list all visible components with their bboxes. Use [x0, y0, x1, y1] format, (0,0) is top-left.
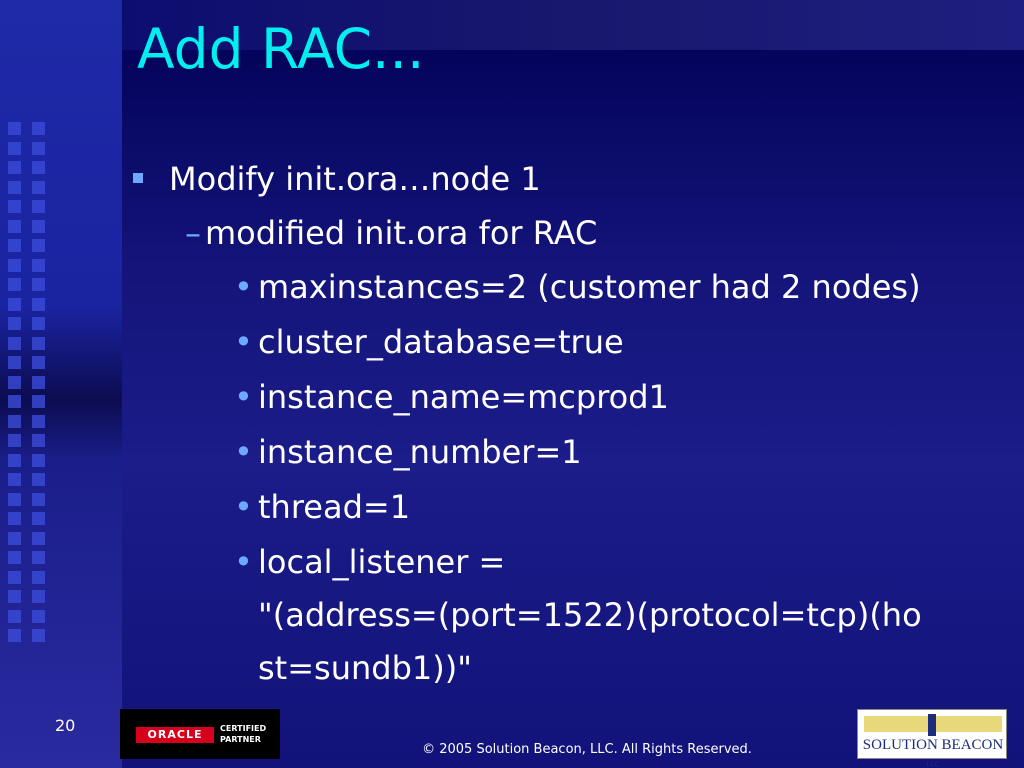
decorative-square [8, 375, 21, 389]
logo-name: SOLUTION BEACON [862, 737, 1004, 753]
bullet-level3-text: maxinstances=2 (customer had 2 nodes) [258, 268, 921, 306]
decorative-square [32, 512, 45, 525]
decorative-square [32, 492, 45, 506]
decorative-square [8, 512, 21, 525]
left-decorative-strip [0, 0, 122, 768]
oracle-badge-line1: CERTIFIED [220, 724, 267, 733]
decorative-square [32, 414, 45, 428]
bullet-level3-text: thread=1 [258, 488, 411, 526]
decorative-square [32, 551, 45, 564]
decorative-square [8, 629, 21, 642]
decorative-square [8, 317, 21, 330]
decorative-square [32, 434, 45, 447]
bullet-level3-text-continued: st=sundb1))" [258, 649, 472, 687]
decorative-square [32, 375, 45, 389]
decorative-square [32, 590, 45, 603]
decorative-square [8, 297, 21, 311]
decorative-square [32, 141, 45, 155]
decorative-square [32, 258, 45, 272]
decorative-square [32, 297, 45, 311]
decorative-square [32, 629, 45, 642]
decorative-square [8, 200, 21, 213]
decorative-square [8, 551, 21, 564]
decorative-square [8, 336, 21, 350]
decorative-square [8, 395, 21, 408]
bullet-level1-text: Modify init.ora…node 1 [169, 160, 541, 198]
dot-bullet-icon: • [234, 378, 253, 416]
decorative-square [8, 219, 21, 233]
decorative-square [8, 239, 21, 252]
bullet-level3-text-continued: "(address=(port=1522)(protocol=tcp)(ho [258, 596, 922, 634]
logo-text: SOLUTION BEACON LLC [858, 737, 1008, 768]
bullet-level3-text: instance_number=1 [258, 433, 582, 471]
decorative-square [32, 570, 45, 584]
bullet-level3-text: instance_name=mcprod1 [258, 378, 669, 416]
decorative-square [32, 239, 45, 252]
solution-beacon-logo: SOLUTION BEACON LLC [857, 709, 1007, 768]
decorative-square [8, 531, 21, 545]
copyright-text: © 2005 Solution Beacon, LLC. All Rights … [422, 742, 752, 757]
decorative-square [32, 219, 45, 233]
decorative-square [32, 161, 45, 174]
slide-title: Add RAC... [137, 17, 425, 81]
decorative-square [32, 473, 45, 486]
decorative-square [32, 180, 45, 194]
decorative-square [32, 531, 45, 545]
decorative-square [32, 453, 45, 467]
decorative-square [8, 141, 21, 155]
bullet-level3-text: cluster_database=true [258, 323, 624, 361]
decorative-square [8, 258, 21, 272]
oracle-brand: ORACLE [136, 727, 214, 743]
dot-bullet-icon: • [234, 543, 253, 581]
dot-bullet-icon: • [234, 268, 253, 306]
decorative-square [8, 414, 21, 428]
oracle-certified-partner-logo: ORACLE CERTIFIED PARTNER [120, 709, 280, 759]
bullet-level3-text: local_listener = [258, 543, 506, 581]
decorative-square [32, 200, 45, 213]
dot-bullet-icon: • [234, 488, 253, 526]
lighthouse-icon [928, 714, 936, 736]
decorative-square [8, 473, 21, 486]
bullet-level2-text: modified init.ora for RAC [205, 214, 598, 252]
bullet-level2: –modified init.ora for RAC [185, 214, 597, 252]
decorative-square [32, 278, 45, 291]
oracle-badge-text: CERTIFIED PARTNER [220, 723, 266, 745]
decorative-square [8, 590, 21, 603]
decorative-square [8, 278, 21, 291]
decorative-square [32, 609, 45, 623]
decorative-square [8, 180, 21, 194]
decorative-square [32, 356, 45, 369]
decorative-square [32, 336, 45, 350]
page-number: 20 [55, 716, 76, 735]
decorative-square [8, 434, 21, 447]
decorative-square [32, 395, 45, 408]
decorative-square [8, 122, 21, 135]
decorative-square [8, 453, 21, 467]
decorative-square [8, 356, 21, 369]
oracle-badge-line2: PARTNER [220, 735, 261, 744]
dash-bullet-icon: – [185, 214, 201, 252]
decorative-square [32, 317, 45, 330]
decorative-square [8, 492, 21, 506]
decorative-square [8, 609, 21, 623]
dot-bullet-icon: • [234, 433, 253, 471]
decorative-square [32, 122, 45, 135]
square-bullet-icon [133, 173, 143, 183]
decorative-square [8, 161, 21, 174]
decorative-square [8, 570, 21, 584]
dot-bullet-icon: • [234, 323, 253, 361]
top-band [122, 0, 1024, 50]
logo-suffix: LLC [926, 760, 940, 768]
